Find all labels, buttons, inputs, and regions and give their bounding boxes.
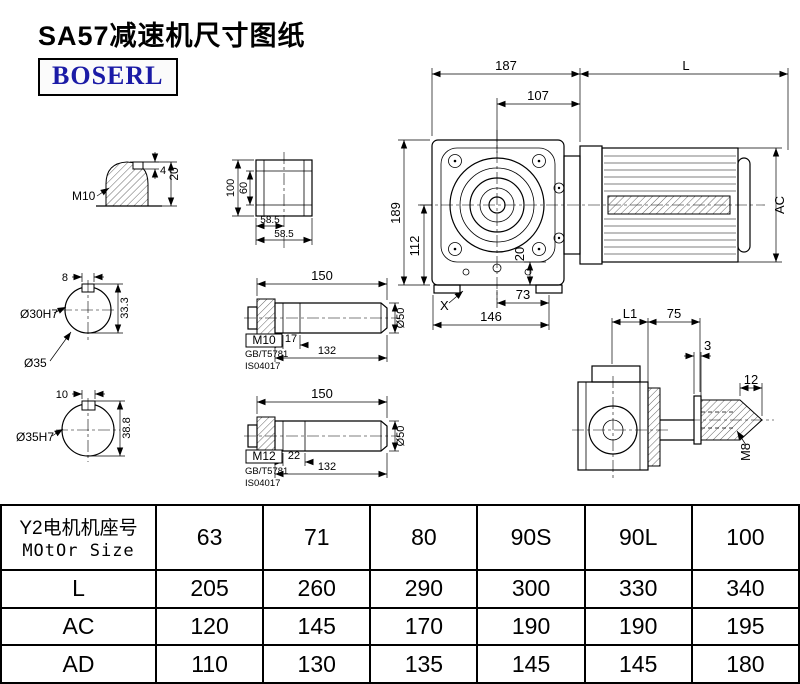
row-label-cell: AD: [0, 644, 157, 684]
thread-M12-callout: M12: [252, 449, 276, 463]
brand-logo: BOSERL: [38, 58, 178, 96]
motor-size-cell: 63: [154, 504, 265, 571]
value-cell: 180: [690, 644, 800, 684]
thread-M8-label: M8: [738, 443, 753, 461]
mounting-foot: [433, 284, 461, 294]
value-cell: 145: [583, 644, 693, 684]
motor-size-cell: 71: [262, 504, 372, 571]
dim-38-8-label: 38.8: [121, 417, 133, 438]
x-datum-label: X: [440, 298, 449, 313]
standard-iso-label: IS04017: [245, 361, 280, 372]
dim-58-5-b-label: 58.5: [274, 229, 294, 240]
key-end-detail-view: 4 20 M10: [72, 152, 181, 207]
dim-3-label: 3: [704, 338, 711, 353]
output-flange-circle: [449, 157, 545, 253]
dim-112-label: 112: [407, 236, 422, 257]
motor-stator-section: [607, 195, 731, 215]
standard-iso-label: IS04017: [245, 478, 280, 489]
bore-section-view-2: 10 Ø35H7 38.8: [16, 389, 133, 462]
dim-58-5-a-label: 58.5: [260, 215, 280, 226]
mounting-foot: [535, 284, 563, 294]
dim-4-label: 4: [160, 165, 166, 177]
value-cell: 110: [154, 644, 265, 684]
table-row-AC: AC 120 145 170 190 190 195: [0, 606, 800, 647]
motor-size-cell: 90L: [583, 504, 693, 571]
dim-187-label: 187: [495, 58, 517, 73]
standard-gb-label: GB/T5781: [245, 349, 288, 360]
dim-60-label: 60: [238, 182, 250, 194]
dim-75-label: 75: [667, 306, 681, 321]
dim-10-label: 10: [56, 389, 68, 401]
dim-189-label: 189: [388, 202, 403, 224]
thread-M10-callout: M10: [252, 333, 276, 347]
table-header-line2: MOtOr Size: [22, 541, 135, 562]
shaft-diameter-label: Ø35: [24, 356, 47, 370]
value-cell: 190: [476, 606, 586, 647]
motor-size-cell: 90S: [476, 504, 586, 571]
dim-33-3-label: 33.3: [119, 297, 131, 318]
dim-100-label: 100: [225, 179, 237, 197]
shaft-end-dome: [105, 161, 149, 207]
dim-12-label: 12: [744, 372, 758, 387]
thread-M10-label: M10: [72, 189, 96, 203]
standard-gb-label: GB/T5781: [245, 466, 288, 477]
dim-20-foot-label: 20: [512, 247, 527, 261]
dim-d50-label: Ø50: [395, 308, 407, 329]
dim-150-label: 150: [311, 386, 333, 401]
bore-section-view-1: 8 Ø30H7 33.3 Ø35: [20, 272, 131, 370]
dim-17-label: 17: [285, 333, 297, 345]
dim-132-label: 132: [318, 345, 336, 357]
motor-size-cell: 100: [690, 504, 800, 571]
dim-AC-label: AC: [772, 196, 787, 214]
value-cell: 290: [369, 568, 479, 609]
value-cell: 120: [154, 606, 265, 647]
dim-L-label: L: [682, 58, 689, 73]
value-cell: 135: [369, 644, 479, 684]
table-row-motor-size: Y2电机机座号 MOtOr Size 63 71 80 90S 90L 100: [0, 504, 800, 571]
motor-size-table: Y2电机机座号 MOtOr Size 63 71 80 90S 90L 100 …: [0, 504, 800, 684]
technical-drawing: 187 L 107 189 112 20 73: [16, 58, 789, 489]
dim-150-label: 150: [311, 268, 333, 283]
output-shaft-drawing-1: 150 17 132 M10 GB/T5781 IS04017 Ø50: [244, 268, 407, 372]
dim-107-label: 107: [527, 88, 549, 103]
dim-d50-label: Ø50: [395, 426, 407, 447]
table-row-L: L 205 260 290 300 330 340: [0, 568, 800, 609]
bore-diameter-label: Ø30H7: [20, 307, 58, 321]
motor-size-cell: 80: [369, 504, 479, 571]
value-cell: 145: [476, 644, 586, 684]
value-cell: 145: [262, 606, 372, 647]
value-cell: 340: [690, 568, 800, 609]
output-shaft-drawing-2: 150 22 132 M12 GB/T5781 IS04017 Ø50: [244, 386, 407, 489]
value-cell: 260: [262, 568, 372, 609]
dim-8-label: 8: [62, 272, 68, 284]
dim-132-label: 132: [318, 461, 336, 473]
row-label-cell: AC: [0, 606, 157, 647]
value-cell: 130: [262, 644, 372, 684]
table-header-cell: Y2电机机座号 MOtOr Size: [0, 504, 157, 571]
value-cell: 300: [476, 568, 586, 609]
table-row-AD: AD 110 130 135 145 145 180: [0, 644, 800, 684]
value-cell: 205: [154, 568, 265, 609]
value-cell: 190: [583, 606, 693, 647]
table-header-line1: Y2电机机座号: [19, 518, 138, 540]
dim-73-label: 73: [516, 287, 530, 302]
dim-146-label: 146: [480, 309, 502, 324]
page-title: SA57减速机尺寸图纸: [38, 21, 306, 51]
hub-section-view: 100 60 58.5 58.5: [225, 152, 313, 248]
motor-end-cap: [737, 157, 751, 253]
dim-L1-label: L1: [623, 306, 637, 321]
dim-20-key-label: 20: [167, 167, 181, 181]
rear-view: L1 75 3 12 M8: [572, 306, 774, 478]
value-cell: 170: [369, 606, 479, 647]
bore-diameter-label: Ø35H7: [16, 430, 54, 444]
dim-22-label: 22: [288, 450, 300, 462]
value-cell: 195: [690, 606, 800, 647]
main-assembly-view: 187 L 107 189 112 20 73: [388, 58, 789, 330]
value-cell: 330: [583, 568, 693, 609]
row-label-cell: L: [0, 568, 157, 609]
